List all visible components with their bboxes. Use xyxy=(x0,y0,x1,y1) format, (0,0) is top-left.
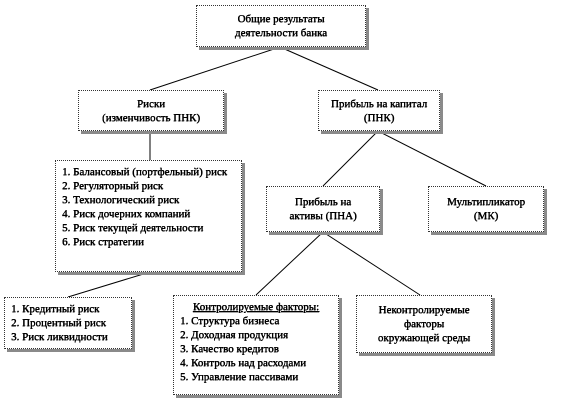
node-profit-on-capital: Прибыль на капитал (ПНК) xyxy=(318,90,440,131)
edge-root-profit xyxy=(279,46,379,91)
edge-profit-assets xyxy=(322,130,379,187)
list-item: 2. Доходная продукция xyxy=(180,329,289,341)
edge-root-risks xyxy=(149,46,281,91)
node-risks: Риски (изменчивость ПНК) xyxy=(78,90,224,131)
node-multiplier-line1: Мультипликатор xyxy=(446,196,525,208)
node-multiplier-line2: (МК) xyxy=(473,210,499,222)
controlled-factors-header: Контролируемые факторы: xyxy=(192,301,320,313)
list-item: 2. Регуляторный риск xyxy=(62,180,164,192)
node-profit-on-assets-line1: Прибыль на xyxy=(294,196,352,208)
node-profit-on-assets-line2: активы (ПНА) xyxy=(289,210,357,222)
node-uncontrolled-line3: окружающей среды xyxy=(377,332,471,344)
node-bank-results-line2: деятельности банка xyxy=(234,27,328,39)
risk-list: 1. Балансовый (портфельный) риск 2. Регу… xyxy=(62,165,235,249)
list-item: 5. Риск текущей деятельности xyxy=(62,222,204,234)
list-item: 6. Риск стратегии xyxy=(62,236,144,248)
edge-profit-multiplier xyxy=(377,130,487,187)
list-item: 3. Технологический риск xyxy=(62,194,180,206)
node-controlled-factors: Контролируемые факторы: 1. Структура биз… xyxy=(173,295,339,395)
list-item: 5. Управление пассивами xyxy=(180,371,299,383)
sub-risk-list: 1. Кредитный риск 2. Процентный риск 3. … xyxy=(11,302,125,344)
edge-assets-controlled xyxy=(255,231,324,296)
list-item: 1. Балансовый (портфельный) риск xyxy=(62,166,228,178)
node-uncontrolled-line1: Неконтролируемые xyxy=(378,304,470,316)
node-risks-line2: (изменчивость ПНК) xyxy=(101,111,201,124)
list-item: 3. Риск ликвидности xyxy=(11,331,108,343)
list-item: 1. Кредитный риск xyxy=(11,303,100,315)
node-multiplier: Мультипликатор (МК) xyxy=(428,186,544,232)
list-item: 3. Качество кредитов xyxy=(180,343,279,355)
node-sub-risk-list: 1. Кредитный риск 2. Процентный риск 3. … xyxy=(4,297,132,349)
node-uncontrolled-line2: факторы xyxy=(403,318,445,330)
list-item: 1. Структура бизнеса xyxy=(180,315,280,327)
node-profit-on-capital-line2: (ПНК) xyxy=(363,111,395,124)
list-item: 4. Риск дочерних компаний xyxy=(62,208,191,220)
node-risks-line1: Риски xyxy=(136,97,166,110)
edge-list-subrisks xyxy=(67,271,151,298)
controlled-factors-list: 1. Структура бизнеса 2. Доходная продукц… xyxy=(180,314,332,384)
node-profit-on-capital-line1: Прибыль на капитал xyxy=(330,97,428,110)
node-bank-results: Общие результаты деятельности банка xyxy=(196,5,366,47)
node-profit-on-assets: Прибыль на активы (ПНА) xyxy=(266,186,380,232)
node-uncontrolled-factors: Неконтролируемые факторы окружающей сред… xyxy=(356,295,492,353)
node-risk-list: 1. Балансовый (портфельный) риск 2. Регу… xyxy=(55,160,242,272)
edge-assets-uncontrolled xyxy=(322,231,421,296)
list-item: 2. Процентный риск xyxy=(11,317,106,329)
list-item: 4. Контроль над расходами xyxy=(180,357,307,369)
node-bank-results-line1: Общие результаты xyxy=(237,13,325,25)
